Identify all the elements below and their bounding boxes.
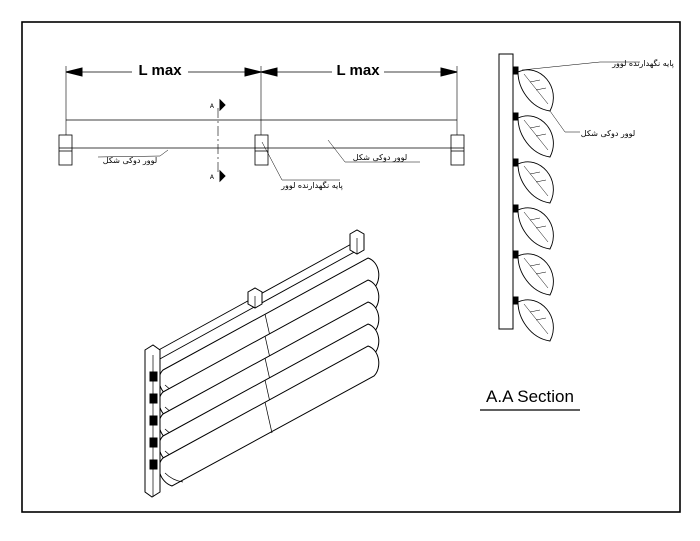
plan-support-left	[58, 134, 73, 166]
section-arrow-top	[219, 98, 226, 112]
section-marker-bottom: A	[210, 174, 215, 181]
iso-post-left	[144, 344, 161, 498]
section-louver-label: لوور دوکی شکل	[581, 129, 635, 138]
section-louver-2	[512, 112, 554, 158]
section-support-label: پایه نگهدارنده لوور	[611, 58, 674, 68]
plan-support-right	[450, 134, 465, 166]
l-max-label-left: L max	[138, 62, 182, 79]
section-marker-top: A	[210, 103, 215, 110]
section-louver-5	[512, 250, 554, 296]
section-arrow-bottom	[219, 169, 226, 183]
louver-label-right: لوور دوکی شکل	[353, 153, 407, 162]
section-louver-4	[512, 204, 554, 250]
section-wall	[498, 53, 514, 330]
section-louver-6	[512, 296, 554, 342]
plan-view	[58, 62, 465, 183]
louver-label-left: لوور دوکی شکل	[103, 156, 157, 165]
section-louver-1	[512, 66, 554, 112]
drawing-frame	[21, 21, 681, 513]
iso-post-middle	[247, 287, 263, 309]
section-louver-3	[512, 158, 554, 204]
support-label: پایه نگهدارنده لوور	[280, 180, 343, 190]
section-view	[498, 53, 640, 342]
isometric-view	[144, 229, 380, 498]
iso-post-right	[349, 229, 365, 255]
section-title: A.A Section	[486, 387, 574, 406]
l-max-label-right: L max	[336, 62, 380, 79]
plan-support-middle	[254, 134, 269, 166]
